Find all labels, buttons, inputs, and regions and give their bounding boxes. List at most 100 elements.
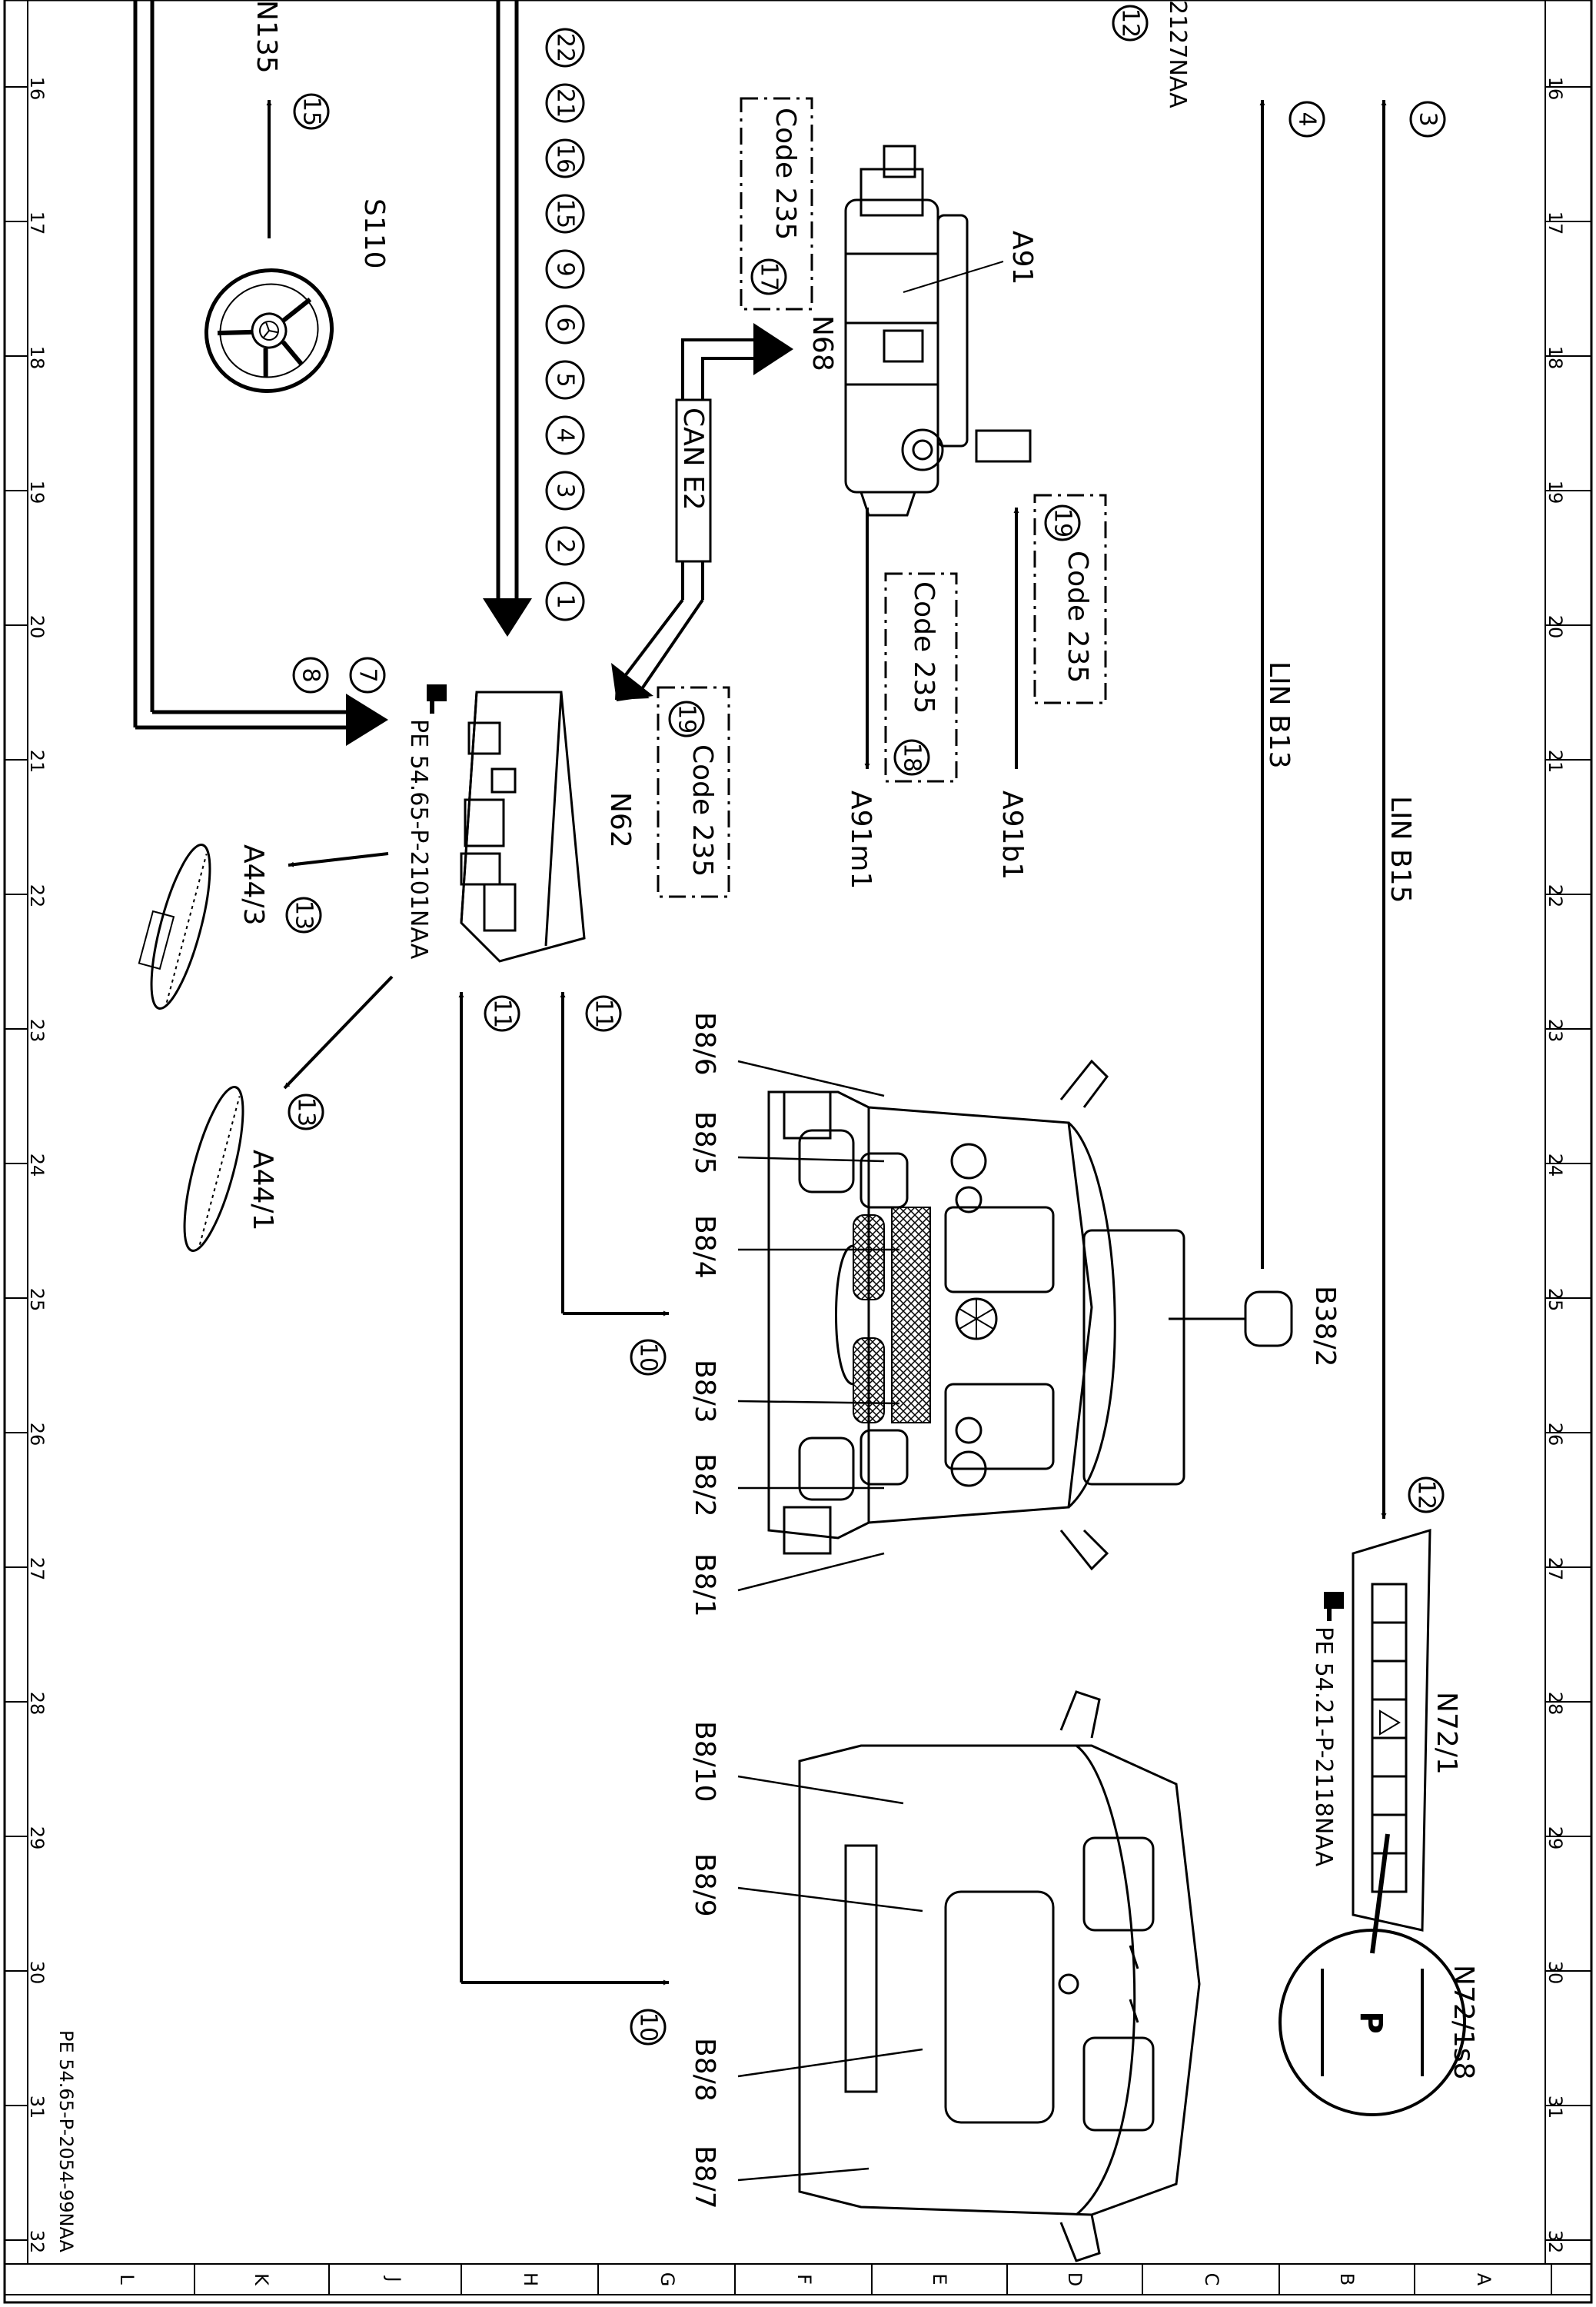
label-b8-10: B8/10 (689, 1721, 720, 1803)
label-b8-4: B8/4 (689, 1215, 720, 1279)
label-pe-n72: PE 54.21-P-2118NAA (1310, 1626, 1337, 1867)
label-a44-1: A44/1 (247, 1150, 278, 1230)
row-number-left: 23 (26, 1019, 48, 1043)
grid-ticks (5, 86, 1591, 2241)
circled-number-18: 18 (893, 739, 930, 776)
warning-triangle-icon (1379, 1709, 1401, 1736)
column-letter: B (1336, 2273, 1358, 2285)
circled-number-11a: 11 (484, 995, 520, 1032)
svg-text:12: 12 (1413, 1480, 1440, 1510)
label-2127naa: 2127NAA (1164, 0, 1191, 108)
svg-text:22: 22 (552, 33, 579, 62)
svg-text:5: 5 (552, 372, 579, 387)
svg-text:13: 13 (293, 1097, 320, 1127)
circled-number-12-top: 12 (1112, 5, 1149, 42)
svg-text:6: 6 (552, 317, 579, 331)
label-a91: A91 (1006, 231, 1038, 285)
bus-lines (496, 0, 519, 598)
svg-text:12: 12 (1117, 8, 1144, 38)
row-number-right: 30 (1544, 1961, 1566, 1985)
arrow-to-n68 (753, 323, 793, 375)
pointing-hand-icon (427, 684, 447, 714)
column-letter: G (657, 2272, 678, 2287)
circled-number-7: 7 (349, 657, 386, 694)
arrow-to-a44-1 (283, 975, 394, 1090)
row-number-left: 18 (26, 346, 48, 370)
svg-text:18: 18 (899, 743, 926, 772)
bus-circled-number: 5 (545, 360, 585, 400)
harness-to-n62 (133, 0, 346, 730)
svg-text:4: 4 (552, 428, 579, 442)
circled-number-4: 4 (1288, 101, 1325, 138)
label-code-18: Code 235 (908, 581, 939, 714)
label-b8-2: B8/2 (689, 1453, 720, 1517)
vehicle-rear-view (798, 1690, 1201, 2262)
label-b8-6: B8/6 (689, 1012, 720, 1076)
label-n72-1: N72/1 (1431, 1692, 1462, 1775)
svg-text:3: 3 (552, 483, 579, 498)
border-frame (3, 0, 1593, 2304)
svg-text:15: 15 (552, 199, 579, 228)
code-box-19a (657, 686, 730, 898)
bus-circled-number: 4 (545, 415, 585, 455)
bumper-grille-hatched (891, 1207, 931, 1423)
label-n72-1s8: N72/1s8 (1448, 1965, 1479, 2079)
row-number-right: 25 (1544, 1288, 1566, 1312)
label-code-19a: Code 235 (687, 744, 718, 877)
rear-sensor-leaders (737, 1775, 923, 2182)
steering-wheel-icon (204, 268, 334, 393)
svg-text:16: 16 (552, 144, 579, 173)
svg-text:19: 19 (1049, 508, 1076, 538)
row-number-right: 28 (1544, 1692, 1566, 1716)
svg-text:7: 7 (354, 667, 381, 682)
n62-module (460, 691, 586, 963)
svg-text:1: 1 (552, 594, 579, 608)
row-number-right: 26 (1544, 1423, 1566, 1446)
row-number-left: 26 (26, 1423, 48, 1446)
row-number-right: 17 (1544, 211, 1566, 235)
label-footer-ref: PE 54.65-P-2054-99NAA (55, 2030, 77, 2253)
label-n68: N68 (806, 315, 838, 371)
label-lin-b15: LIN B15 (1385, 796, 1416, 904)
bus-circled-number: 3 (545, 471, 585, 511)
svg-text:8: 8 (298, 667, 324, 682)
label-a91b1: A91b1 (996, 791, 1028, 880)
circled-number-12-bottom: 12 (1408, 1476, 1445, 1513)
label-a91m1: A91m1 (845, 791, 876, 889)
row-number-left: 24 (26, 1154, 48, 1177)
label-a44-3: A44/3 (238, 844, 269, 925)
bus-circled-number: 2 (545, 526, 585, 566)
svg-text:17: 17 (756, 262, 783, 291)
row-number-right: 20 (1544, 615, 1566, 639)
n72-1-panel (1352, 1528, 1431, 1932)
svg-text:3: 3 (1415, 112, 1441, 126)
code-box-17 (740, 97, 813, 311)
column-letter: A (1473, 2273, 1495, 2286)
bus-circled-number: 1 (545, 581, 585, 621)
circled-number-3: 3 (1409, 101, 1446, 138)
row-number-left: 27 (26, 1557, 48, 1581)
bumper-fog-left-hatched (853, 1214, 885, 1300)
row-number-right: 23 (1544, 1019, 1566, 1043)
circled-number-10a: 10 (630, 1339, 667, 1376)
b38-2-sensor (1169, 1290, 1293, 1347)
row-number-left: 17 (26, 211, 48, 235)
circled-number-13b: 13 (288, 1094, 324, 1130)
label-b8-1: B8/1 (689, 1553, 720, 1617)
row-number-left: 25 (26, 1288, 48, 1312)
bus-circled-number: 21 (545, 83, 585, 123)
row-number-left: 32 (26, 2230, 48, 2254)
arrow-to-n62-left (346, 694, 388, 746)
row-number-left: 31 (26, 2096, 48, 2119)
bus-circled-number: 15 (545, 194, 585, 234)
label-b8-7: B8/7 (689, 2146, 720, 2209)
column-letter: F (793, 2274, 815, 2285)
row-number-left: 21 (26, 750, 48, 774)
label-b38-2: B38/2 (1309, 1286, 1341, 1367)
front-sensor-leaders (737, 1060, 900, 1592)
leader-n72-1s8 (1370, 1833, 1390, 1954)
code-box-18 (884, 572, 958, 783)
